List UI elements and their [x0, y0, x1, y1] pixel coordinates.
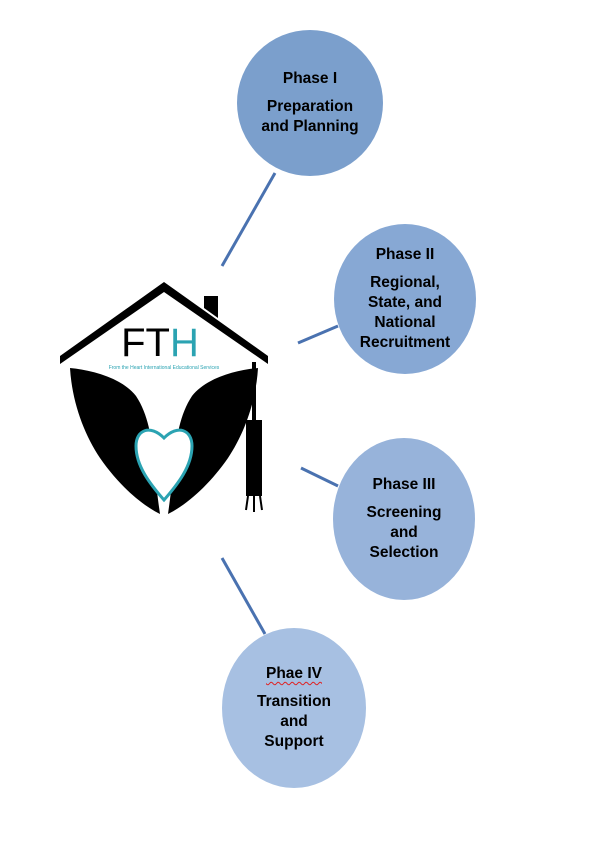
- phase-4-title: Phae IV: [266, 665, 322, 682]
- phase-4-line-2: Support: [264, 733, 324, 750]
- connector-phase-2: [297, 324, 339, 345]
- phase-3-line-1: Screening and: [366, 504, 442, 541]
- right-hand-icon: [168, 368, 258, 514]
- phase-2-line-3: National: [374, 314, 436, 331]
- chimney-icon: [204, 296, 218, 318]
- tassel-icon: [246, 420, 262, 496]
- phase-2-title: Phase II: [375, 246, 435, 263]
- phase-1-circle: Phase I Preparation and Planning: [237, 30, 383, 176]
- logo-letter-h: H: [170, 321, 199, 365]
- phase-3-title: Phase III: [372, 476, 436, 493]
- phase-4-line-1: Transition and: [256, 693, 332, 730]
- logo-tagline: From the Heart International Educational…: [109, 365, 220, 371]
- phase-2-line-2: State, and: [367, 294, 443, 311]
- phase-2-line-1: Regional,: [370, 274, 440, 291]
- logo-letters-ft: FT: [121, 321, 170, 365]
- phase-2-circle: Phase II Regional, State, and National R…: [334, 224, 476, 374]
- connector-phase-1: [220, 172, 277, 267]
- connector-phase-4: [220, 557, 267, 635]
- phase-1-line-1: Preparation: [266, 98, 354, 115]
- phase-3-line-2: Selection: [369, 544, 439, 561]
- phase-4-circle: Phae IV Transition and Support: [222, 628, 366, 788]
- left-hand-icon: [70, 368, 160, 514]
- connector-phase-3: [300, 466, 339, 488]
- phase-1-line-2: and Planning: [261, 118, 359, 135]
- phase-1-title: Phase I: [282, 70, 338, 87]
- phase-3-circle: Phase III Screening and Selection: [333, 438, 475, 600]
- fth-logo: FT H From the Heart International Educat…: [60, 282, 268, 514]
- tassel-cord-icon: [252, 362, 256, 422]
- phase-2-line-4: Recruitment: [359, 334, 451, 351]
- heart-icon: [134, 428, 194, 503]
